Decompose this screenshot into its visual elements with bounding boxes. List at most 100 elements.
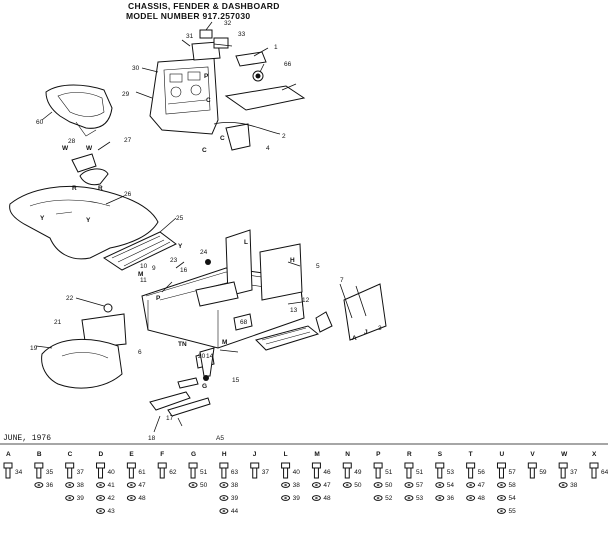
bolt-head-icon xyxy=(342,462,352,469)
hardware-part-number: 37 xyxy=(77,469,85,476)
washer-hole-icon xyxy=(37,484,41,486)
figure-code: A5 xyxy=(216,435,224,442)
hardware-part-number: 40 xyxy=(108,469,116,476)
bolt-shank-icon xyxy=(375,467,381,479)
bolt-shank-icon xyxy=(406,467,412,479)
bolt-head-icon xyxy=(496,462,506,469)
lever-parts xyxy=(149,347,215,417)
hardware-part-number: 50 xyxy=(385,482,393,489)
hardware-column-f: F62 xyxy=(157,451,177,479)
hardware-part-number: 40 xyxy=(293,469,301,476)
bolt-head-icon xyxy=(435,462,445,469)
svg-text:P: P xyxy=(204,73,209,80)
side-panel xyxy=(339,283,387,341)
bolt-head-icon xyxy=(219,462,229,469)
svg-text:20: 20 xyxy=(198,353,206,360)
svg-text:14: 14 xyxy=(206,353,214,360)
hardware-part-number: 39 xyxy=(293,495,301,502)
washer-hole-icon xyxy=(222,510,226,512)
bolt-shank-icon xyxy=(159,467,165,479)
hardware-key-letter: M xyxy=(314,451,319,458)
hardware-part-number: 47 xyxy=(478,482,486,489)
hardware-part-number: 63 xyxy=(231,469,239,476)
washer-hole-icon xyxy=(284,497,287,499)
bolt-head-icon xyxy=(188,462,198,469)
hardware-key-letter: V xyxy=(530,451,535,458)
bolt-head-icon xyxy=(311,462,321,469)
svg-text:C: C xyxy=(206,97,211,104)
svg-text:33: 33 xyxy=(238,31,246,38)
model-number: MODEL NUMBER 917.257030 xyxy=(126,11,250,21)
svg-text:27: 27 xyxy=(124,137,132,144)
bolt-head-icon xyxy=(527,462,537,469)
hardware-part-number: 39 xyxy=(77,495,85,502)
svg-text:H: H xyxy=(290,257,295,264)
washer-hole-icon xyxy=(561,484,565,486)
svg-text:13: 13 xyxy=(290,307,298,314)
seat-brackets xyxy=(71,141,111,186)
svg-text:G: G xyxy=(202,383,207,390)
svg-text:2: 2 xyxy=(282,133,286,140)
svg-text:12: 12 xyxy=(302,297,310,304)
hardware-part-number: 54 xyxy=(447,482,455,489)
hardware-part-number: 50 xyxy=(354,482,362,489)
svg-text:7: 7 xyxy=(340,277,344,284)
fender-assembly xyxy=(9,185,159,260)
washer-hole-icon xyxy=(438,497,442,499)
svg-text:22: 22 xyxy=(66,295,74,302)
svg-text:25: 25 xyxy=(176,215,184,222)
hardware-part-number: 48 xyxy=(138,495,146,502)
svg-text:Y: Y xyxy=(178,243,183,250)
hardware-key-letter: L xyxy=(284,451,288,458)
bolt-shank-icon xyxy=(128,467,134,479)
hardware-part-number: 44 xyxy=(231,508,239,515)
svg-text:32: 32 xyxy=(224,20,232,27)
hardware-key-letter: C xyxy=(68,451,73,458)
hardware-key-letter: R xyxy=(407,451,412,458)
bolt-shank-icon xyxy=(252,467,258,479)
hardware-part-number: 34 xyxy=(15,469,23,476)
bolt-shank-icon xyxy=(283,467,289,479)
hardware-part-number: 47 xyxy=(138,482,146,489)
hardware-part-number: 64 xyxy=(601,469,608,476)
hardware-part-number: 57 xyxy=(416,482,424,489)
svg-text:A: A xyxy=(352,335,357,342)
washer-hole-icon xyxy=(222,484,226,486)
svg-text:29: 29 xyxy=(122,91,130,98)
hardware-column-a: A34 xyxy=(3,451,23,479)
hardware-part-number: 52 xyxy=(385,495,393,502)
hardware-part-number: 43 xyxy=(108,508,116,515)
hardware-part-number: 38 xyxy=(231,482,239,489)
hardware-part-number: 62 xyxy=(169,469,177,476)
washer-hole-icon xyxy=(376,497,380,499)
svg-text:Y: Y xyxy=(40,215,45,222)
hardware-part-number: 55 xyxy=(508,508,516,515)
svg-text:P: P xyxy=(156,295,161,302)
svg-text:9: 9 xyxy=(152,265,156,272)
bolt-shank-icon xyxy=(5,467,11,479)
bolt-head-icon xyxy=(373,462,383,469)
bolt-head-icon xyxy=(281,462,291,469)
hardware-part-number: 56 xyxy=(478,469,486,476)
hardware-part-number: 38 xyxy=(570,482,578,489)
hardware-column-j: J37 xyxy=(250,451,269,479)
hardware-part-number: 58 xyxy=(508,482,516,489)
hardware-part-number: 36 xyxy=(447,495,455,502)
bolt-head-icon xyxy=(589,462,599,469)
hardware-part-number: 49 xyxy=(354,469,362,476)
washer-hole-icon xyxy=(222,497,226,499)
svg-text:66: 66 xyxy=(284,61,292,68)
bolt-shank-icon xyxy=(221,467,227,479)
hardware-part-number: 50 xyxy=(200,482,208,489)
svg-text:11: 11 xyxy=(140,277,147,284)
bolt-head-icon xyxy=(34,462,44,469)
svg-text:10: 10 xyxy=(140,263,148,270)
svg-text:1: 1 xyxy=(274,44,278,51)
seat-assembly xyxy=(45,84,113,137)
washer-hole-icon xyxy=(500,497,503,499)
hardware-key-letter: N xyxy=(345,451,350,458)
